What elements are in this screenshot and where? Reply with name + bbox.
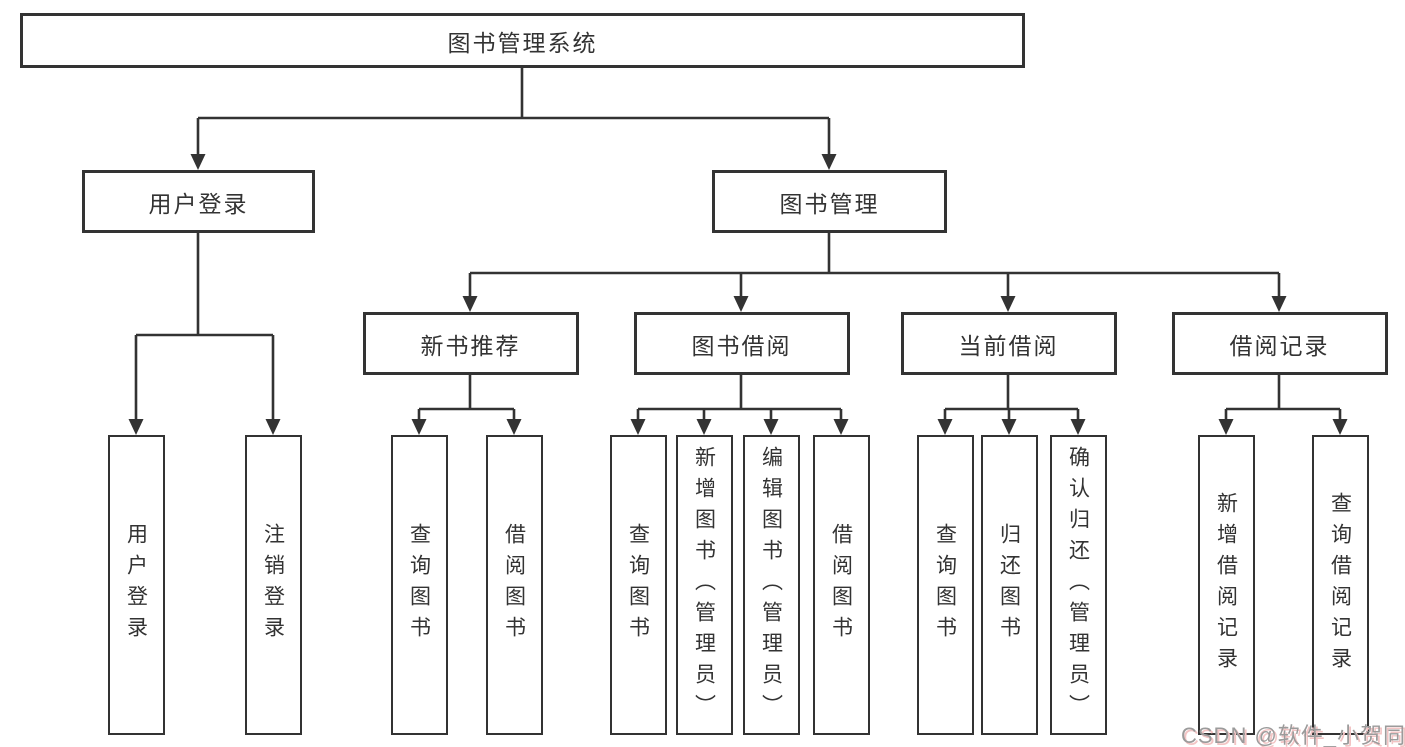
node-root-label: 图书管理系统 [447, 30, 598, 56]
node-leaf-borrow-books-recommend-label: 借阅图书 [502, 523, 527, 647]
node-leaf-query-books-current-label: 查询图书 [933, 523, 958, 647]
node-leaf-borrow-books-recommend: 借阅图书 [485, 435, 543, 735]
node-leaf-logout-label: 注销登录 [261, 523, 286, 647]
node-leaf-return-books-label: 归还图书 [997, 523, 1022, 647]
node-user-login: 用户登录 [82, 170, 315, 233]
node-leaf-edit-books-admin-label: 编辑图书（管理员） [759, 445, 784, 725]
node-leaf-add-borrow-record-label: 新增借阅记录 [1214, 492, 1239, 678]
node-new-book-recommend-label: 新书推荐 [420, 333, 521, 359]
node-book-borrowing: 图书借阅 [633, 312, 850, 375]
node-leaf-add-borrow-record: 新增借阅记录 [1197, 435, 1255, 735]
node-leaf-edit-books-admin: 编辑图书（管理员） [742, 435, 800, 735]
node-leaf-confirm-return-admin: 确认归还（管理员） [1049, 435, 1107, 735]
node-current-borrowing: 当前借阅 [900, 312, 1117, 375]
node-book-borrowing-label: 图书借阅 [691, 333, 792, 359]
node-leaf-user-login: 用户登录 [107, 435, 165, 735]
node-borrow-records-label: 借阅记录 [1229, 333, 1330, 359]
node-leaf-query-books-current: 查询图书 [916, 435, 974, 735]
node-leaf-return-books: 归还图书 [980, 435, 1038, 735]
node-leaf-query-borrow-record: 查询借阅记录 [1311, 435, 1369, 735]
node-leaf-logout: 注销登录 [244, 435, 302, 735]
node-root-library-system: 图书管理系统 [20, 13, 1025, 68]
node-leaf-add-books-admin-label: 新增图书（管理员） [692, 445, 717, 725]
node-leaf-query-borrow-record-label: 查询借阅记录 [1328, 492, 1353, 678]
csdn-watermark: CSDN @软件_小贺同学 [1181, 723, 1405, 747]
node-leaf-add-books-admin: 新增图书（管理员） [675, 435, 733, 735]
node-book-management: 图书管理 [712, 170, 947, 233]
node-user-login-label: 用户登录 [148, 191, 249, 217]
node-book-management-label: 图书管理 [779, 191, 880, 217]
node-borrow-records: 借阅记录 [1171, 312, 1388, 375]
node-new-book-recommend: 新书推荐 [362, 312, 579, 375]
node-leaf-borrow-books-label: 借阅图书 [829, 523, 854, 647]
node-leaf-confirm-return-admin-label: 确认归还（管理员） [1066, 445, 1091, 725]
node-leaf-query-books-borrowing-label: 查询图书 [626, 523, 651, 647]
node-current-borrowing-label: 当前借阅 [958, 333, 1059, 359]
node-leaf-query-books-borrowing: 查询图书 [609, 435, 667, 735]
node-leaf-user-login-label: 用户登录 [124, 523, 149, 647]
node-leaf-query-books-recommend-label: 查询图书 [407, 523, 432, 647]
node-leaf-query-books-recommend: 查询图书 [390, 435, 448, 735]
node-leaf-borrow-books: 借阅图书 [812, 435, 870, 735]
